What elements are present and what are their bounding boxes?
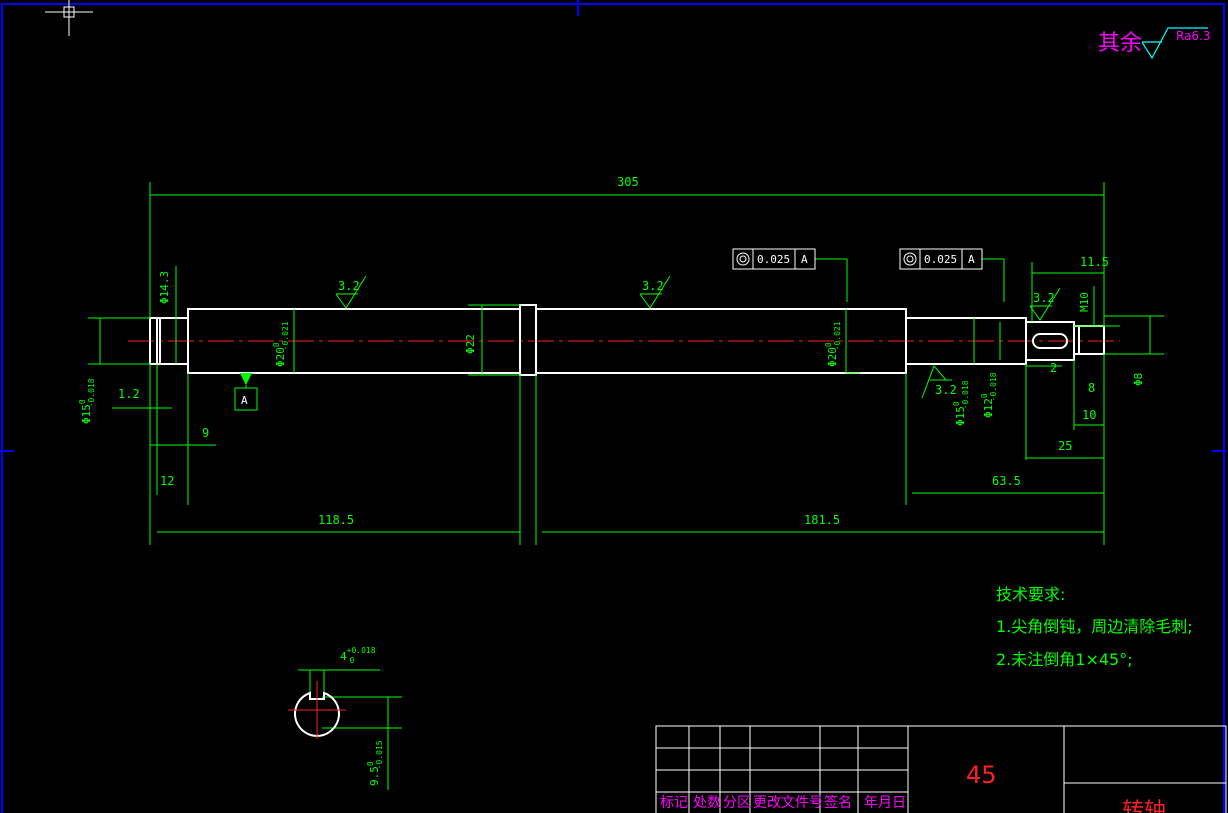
title-header-zone: 分区 [723,795,751,811]
dim-right-tip-len: 11.5 [1080,255,1109,269]
roughness-mark-3: 3.2 [1033,291,1055,305]
svg-text:Φ120-0.018: Φ120-0.018 [980,372,998,418]
svg-text:Φ150-0.018: Φ150-0.018 [78,378,96,424]
dim-right-end-tol-lo: -0.018 [989,372,998,401]
dim-right-end-len: 181.5 [804,513,840,527]
tolerance-frame-1-value: 0.025 [757,253,790,266]
dim-left-step-9: 9 [202,426,209,440]
dim-bearing-left-dia: Φ20 [274,347,287,367]
dim-bearing-right-tol-lo: -0.021 [833,321,842,350]
title-header-count: 处数 [693,795,721,811]
dim-right-end-tol-up: 0 [980,393,989,398]
dim-right-step-len: 63.5 [992,474,1021,488]
cursor-crosshair-icon [45,0,93,36]
section-key-width-tol-lo: 0 [350,656,355,665]
dim-overall-length: 305 [617,175,639,189]
dim-left-step-12: 12 [160,474,174,488]
dim-bearing-right-dia: Φ20 [826,347,839,367]
dim-key-slot-len: 25 [1058,439,1072,453]
dim-collar-dia: Φ22 [464,334,477,354]
roughness-note: 其余 Ra6.3 [1098,27,1211,60]
tech-requirement-2: 2.未注倒角1×45°; [996,650,1133,669]
roughness-note-prefix: 其余 [1098,31,1142,56]
svg-text:Φ200-0.021: Φ200-0.021 [824,321,842,367]
tolerance-frame-2: 0.025 A [899,248,983,270]
svg-text:Φ200-0.021: Φ200-0.021 [272,321,290,367]
title-header-mark: 标记 [660,795,688,811]
section-key-width-tol-up: +0.018 [347,646,376,655]
dim-tip-dia: Φ8 [1132,373,1145,386]
title-header-date: 年月日 [864,795,906,811]
dim-left-end-tol-up: 0 [78,399,87,404]
dim-right-step-tol-up: 0 [952,401,961,406]
title-material: 45 [966,761,997,789]
datum-symbol: A [234,373,258,411]
dim-left-shoulder-dia: Φ14.3 [158,271,171,304]
roughness-marks [335,275,1061,399]
tolerance-frame-2-value: 0.025 [924,253,957,266]
dim-bearing-right-tol-up: 0 [824,342,833,347]
tech-requirements-title: 技术要求: [996,585,1065,604]
dim-right-step-tol-lo: -0.018 [961,380,970,409]
dim-key-slot-pos: 10 [1082,408,1096,422]
title-header-change-doc: 更改文件号 [753,795,823,811]
roughness-symbol-icon [1141,27,1208,60]
roughness-mark-2: 3.2 [642,279,664,293]
dim-groove: 2 [1050,361,1057,375]
concentricity-icon [903,252,917,266]
dim-bearing-left-tol-lo: -0.021 [281,321,290,350]
dimension-lines [88,182,1164,545]
dim-left-chamfer: 1.2 [118,387,140,401]
tolerance-frame-2-datum: A [968,253,975,266]
roughness-mark-1: 3.2 [338,279,360,293]
vertical-dims: Φ14.3 Φ150-0.018 Φ200-0.021 Φ22 Φ200-0.0… [78,271,1145,426]
dim-bearing-left-tol-up: 0 [272,342,281,347]
title-header-signature: 签名 [824,794,852,811]
section-depth-tol-lo: -0.015 [375,740,384,769]
dim-key-width: 8 [1088,381,1095,395]
datum-label: A [241,394,248,407]
svg-text:Φ150-0.018: Φ150-0.018 [952,380,970,426]
roughness-mark-4: 3.2 [935,383,957,397]
tech-requirements: 技术要求: 1.尖角倒钝，周边清除毛刺; 2.未注倒角1×45°; [996,585,1193,669]
tech-requirement-1: 1.尖角倒钝，周边清除毛刺; [996,617,1193,636]
tolerance-frame-1-datum: A [801,253,808,266]
shaft-outline [149,304,1105,376]
title-part-name: 转轴 [1122,799,1166,813]
dim-right-step-dia: Φ15 [954,406,967,426]
tolerance-frame-1: 0.025 A [732,248,816,270]
title-block: 标记 处数 分区 更改文件号 签名 年月日 45 转轴 [655,725,1227,813]
dim-thread: M10 [1078,292,1091,312]
svg-text:9.50-0.015: 9.50-0.015 [366,740,384,786]
section-depth-tol-up: 0 [366,761,375,766]
section-depth: 9.5 [368,766,381,786]
dim-right-end-dia: Φ12 [982,398,995,418]
dim-left-end-len: 118.5 [318,513,354,527]
section-key-width: 4 [340,650,347,663]
concentricity-icon [736,252,750,266]
dim-left-end-tol-lo: -0.018 [87,378,96,407]
dim-left-end-dia: Φ15 [80,404,93,424]
roughness-note-value: Ra6.3 [1176,29,1211,43]
